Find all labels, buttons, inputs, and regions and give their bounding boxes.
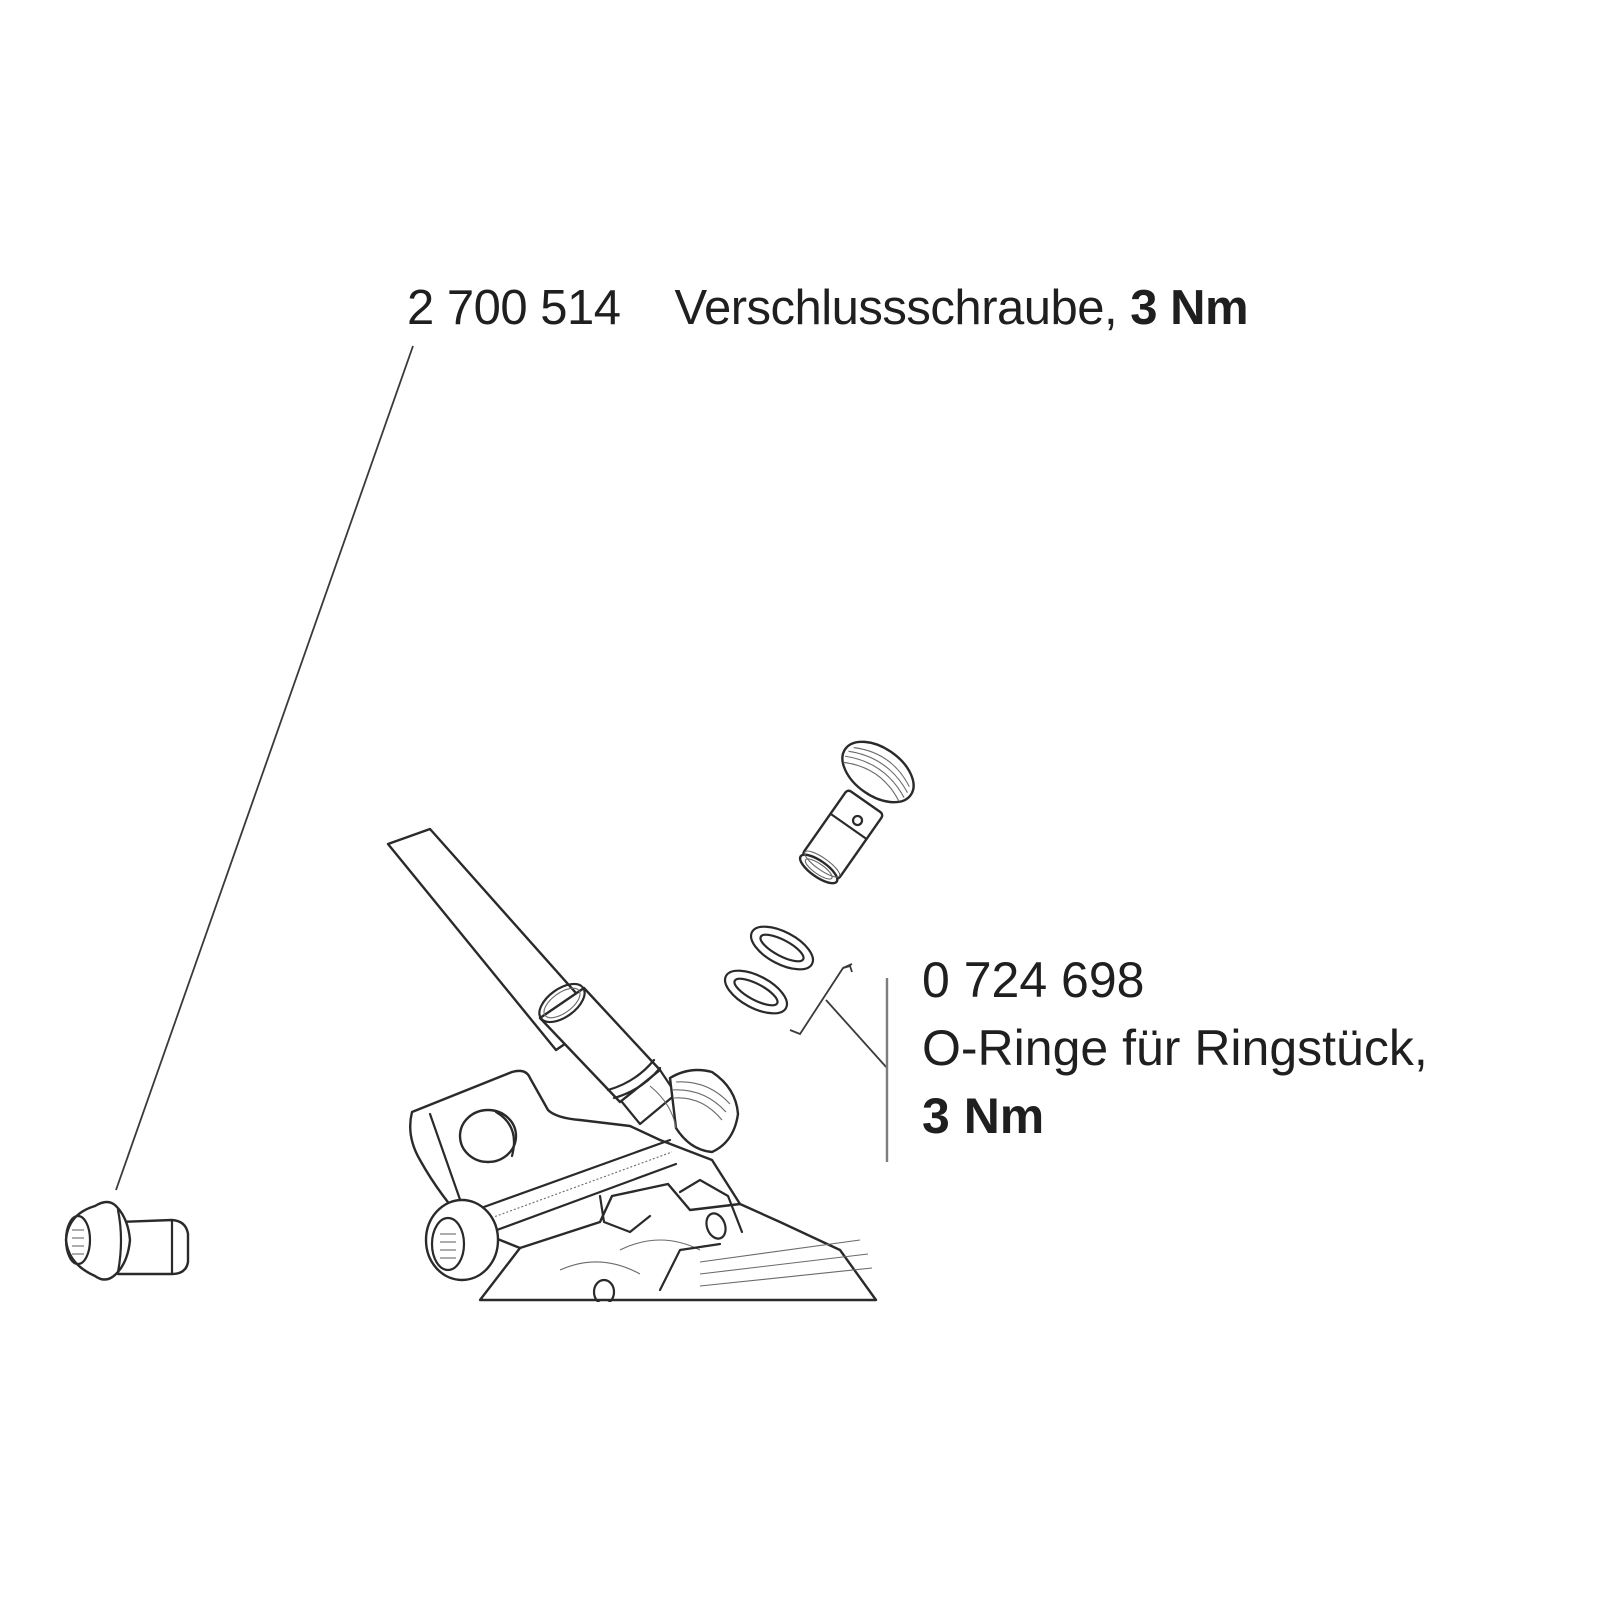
description-o-rings: O-Ringe für Ringstück, (922, 1020, 1428, 1076)
leader-line-closing-screw (115, 345, 414, 1191)
leader-line-o-rings (789, 963, 889, 1162)
brake-hose-part (386, 827, 678, 1126)
callout-closing-screw: 2 700 514 Verschlussschraube, 3 Nm (407, 281, 1249, 335)
callout-o-rings: 0 724 698 O-Ringe für Ringstück, 3 Nm (922, 955, 1428, 1159)
closing-screw-part (64, 1200, 190, 1281)
o-rings-part (723, 925, 815, 1015)
part-number-o-rings: 0 724 698 (922, 952, 1145, 1008)
brake-caliper-part (409, 1069, 878, 1302)
part-number-closing-screw: 2 700 514 (407, 281, 621, 335)
torque-o-rings: 3 Nm (922, 1088, 1045, 1144)
banjo-bolt-part (798, 740, 915, 885)
description-closing-screw: Verschlussschraube, (674, 281, 1118, 335)
torque-closing-screw: 3 Nm (1130, 281, 1249, 335)
banjo-fitting-part (649, 1068, 740, 1154)
